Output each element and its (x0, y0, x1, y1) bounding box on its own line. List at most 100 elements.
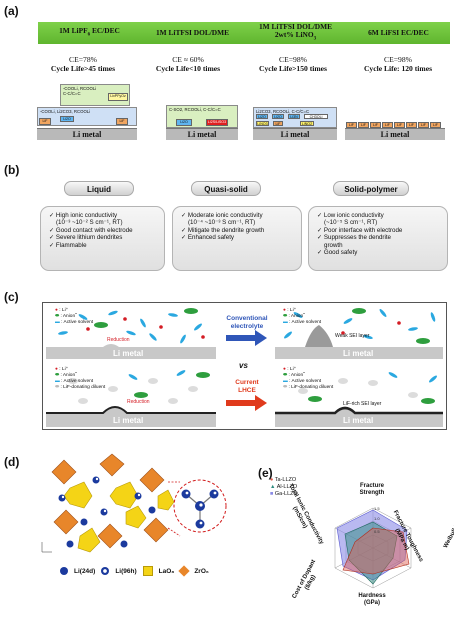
legend-anion: ⬬ : Anion⁻ (55, 314, 77, 319)
ta-llzo-area (342, 527, 410, 575)
reduction-label-top: Reduction (107, 337, 130, 343)
property-item: ✓ Moderate ionic conductivity (181, 212, 263, 219)
sei-chip: Li2O (256, 114, 268, 119)
panel-label-e: (e) (258, 466, 273, 480)
sei-chip: LiF (346, 122, 357, 128)
property-item: (~10⁻⁵ S cm⁻¹, RT) (324, 219, 378, 227)
ce-group-4: CE=98% Cycle Life: 120 times (348, 55, 448, 73)
legend-zro6: ZrO₆ (194, 567, 209, 575)
legend-lao8: LaO₈ (158, 567, 175, 575)
property-item: ✓ Mitigate the dendrite growth (181, 226, 265, 234)
li96h-icon (101, 567, 110, 575)
electrolyte-header-4: 6M LiFSI EC/DEC (368, 28, 429, 37)
electrolyte-header-band: 1M LiPF6 EC/DEC 1M LiTFSI DOL/DME 1M LiT… (38, 22, 450, 44)
cycle-life: Cycle Life: 120 times (363, 64, 433, 73)
legend-diluent: ⬬ : LiF-donating diluent (283, 385, 334, 390)
property-item: ✓ Enhanced safety (181, 234, 235, 242)
panel-label-c: (c) (4, 290, 19, 304)
property-item: growth (324, 241, 343, 249)
sei-chip: Li2O (176, 119, 192, 126)
legend-solvent: ▬ : Active solvent (55, 379, 94, 384)
lif-rich-sei (275, 406, 443, 415)
legend-al: ▲ Al-LLZO (270, 484, 298, 490)
radar-tick: 1.0 (374, 516, 380, 521)
property-item: ✓ Flammable (49, 241, 87, 249)
legend-anion: ⬬ : Anion⁻ (283, 314, 305, 319)
electrolyte-header-3: 1M LiTFSI DOL/DME 2wt% LiNO3 (258, 21, 333, 42)
legend-li: ● : Li⁺ (283, 308, 297, 313)
lif-sei-label: LiF-rich SEI layer (343, 401, 382, 407)
sei-chip: LiF (39, 118, 51, 125)
li-metal-label: Li metal (113, 349, 144, 358)
label-line: Conventional (226, 315, 268, 322)
al-llzo-area (344, 521, 398, 585)
radar-chart: 0.5 1.0 1.5 (334, 506, 412, 589)
cycle-life: Cycle Life>45 times (50, 64, 116, 73)
radar-tick: 1.5 (374, 506, 380, 511)
property-item: ✓ Good safety (317, 249, 358, 257)
zro6-octahedra (51, 453, 169, 549)
legend-li: ● : Li⁺ (55, 367, 69, 372)
reduction-label-bottom: Reduction (127, 399, 150, 405)
liquid-properties: ✓ High ionic conductivity (10⁻³ ~10⁻² S … (40, 206, 165, 271)
quasi-solid-header: Quasi-solid (191, 181, 261, 196)
property-item: ✓ Poor interface with electrode (317, 226, 403, 234)
sei-chip: LiF (382, 122, 393, 128)
property-item: ✓ Good contact with electrode (49, 226, 133, 234)
conventional-arrow (226, 330, 267, 346)
sei-chip: LiF (394, 122, 405, 128)
legend-anion: ⬬ : Anion⁻ (55, 373, 77, 378)
sei-chip: LiNO3 (256, 121, 269, 126)
solvent-molecules (58, 310, 202, 344)
electrolyte-header-1: 1M LiPF6 EC/DEC (59, 25, 120, 38)
label-line: electrolyte (230, 322, 264, 330)
label-line: LHCE (238, 386, 256, 394)
ce-group-1: CE=78% Cycle Life>45 times (33, 55, 133, 73)
li-metal-surface (46, 344, 216, 359)
sei-chip: Li3N (288, 114, 300, 119)
legend-li: ● : Li⁺ (283, 367, 297, 372)
zro6-icon (178, 565, 190, 577)
sei-chip: LiF (406, 122, 417, 128)
sei-chip: LixPFyOz (108, 93, 128, 101)
property-item: ✓ Severe lithium dendrites (49, 234, 123, 242)
sei-chip: LiF (430, 122, 441, 128)
legend-lhce: ● : Li⁺ ⬬ : Anion⁻ ▬ : Active solvent ⬬ … (55, 367, 105, 391)
legend-lhce-right: ● : Li⁺ ⬬ : Anion⁻ ▬ : Active solvent ⬬ … (283, 367, 333, 391)
li-metal-4: Li metal (345, 128, 445, 140)
legend-ta: ● Ta-LLZO (270, 477, 297, 483)
sei-chip: LiF (273, 121, 283, 126)
structure-legend: Li(24d) Li(96h) LaO₈ ZrO₆ (60, 565, 209, 577)
legend-solvent: ▬ : Active solvent (283, 379, 322, 384)
legend-conventional-right: ● : Li⁺ ⬬ : Anion⁻ ▬ : Active solvent (283, 308, 321, 326)
conventional-label: Conventional electrolyte (219, 315, 275, 330)
li-metal-label: Li metal (343, 349, 374, 358)
scheme-graphic (46, 306, 443, 427)
ce-group-2: CE ≈ 60% Cycle Life<10 times (138, 55, 238, 73)
property-item: ✓ Low ionic conductivity (317, 212, 384, 219)
sei-text: C-C/C=C (63, 91, 81, 96)
sei-chip: Li2S/LiSO3 (206, 119, 228, 126)
axis-fracture-strength: Fracture Strength (359, 483, 385, 496)
property-item: ✓ Suppresses the dendrite (317, 234, 391, 242)
lhce-arrow (226, 395, 267, 411)
li-metal-1: Li metal (37, 128, 137, 140)
li-metal-2: Li metal (166, 128, 238, 140)
sei-chip: Li2O (272, 114, 284, 119)
electrolyte-comparison-scheme: ● : Li⁺ ⬬ : Anion⁻ ▬ : Active solvent ● … (42, 302, 447, 430)
radar-tick: 0.5 (374, 529, 380, 534)
ce-value: CE ≈ 60% (172, 55, 204, 64)
li-metal-label: Li metal (343, 416, 374, 425)
legend-li: ● : Li⁺ (55, 308, 69, 313)
cycle-life: Cycle Life<10 times (155, 64, 221, 73)
vs-label: vs (239, 361, 248, 370)
property-item: ✓ High ionic conductivity (49, 212, 118, 219)
sei-text: C-SO2, RCOOLi, C-C/C=C (169, 107, 221, 112)
legend-li96h: Li(96h) (115, 567, 137, 575)
property-item: (10⁻³ ~10⁻² S cm⁻¹, RT) (56, 219, 123, 227)
ce-group-3: CE=98% Cycle Life>150 times (243, 55, 343, 73)
label-line: Current (235, 379, 259, 386)
legend-solvent: ▬ : Active solvent (283, 320, 322, 325)
electrolyte-header-2: 1M LiTFSI DOL/DME (155, 28, 230, 37)
liquid-header: Liquid (64, 181, 134, 196)
